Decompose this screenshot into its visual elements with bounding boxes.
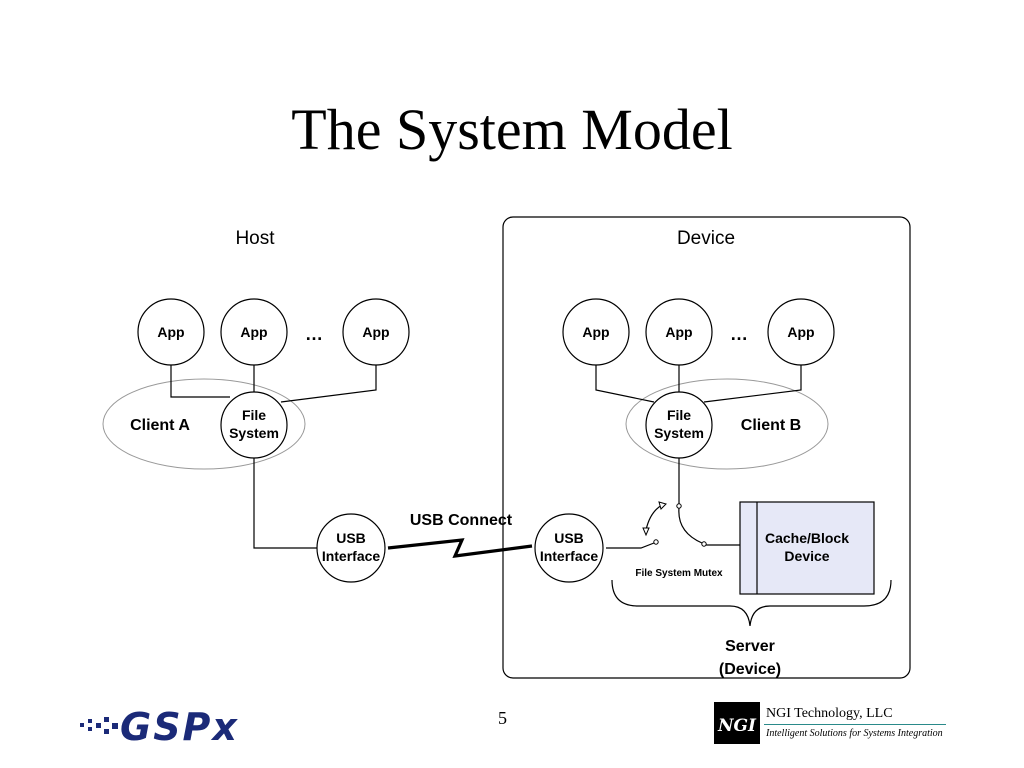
ngi-tagline: Intelligent Solutions for Systems Integr… bbox=[766, 728, 943, 739]
server-label-line1: Server bbox=[725, 638, 775, 655]
device-app-1: App bbox=[562, 298, 630, 366]
svg-text:App: App bbox=[240, 324, 267, 340]
server-label-line2: (Device) bbox=[719, 661, 781, 678]
svg-text:USB: USB bbox=[336, 530, 366, 546]
svg-text:Device: Device bbox=[784, 548, 829, 564]
device-app-ellipsis: … bbox=[730, 324, 748, 344]
device-app-2: App bbox=[645, 298, 713, 366]
device-usb-interface: USB Interface bbox=[534, 513, 604, 583]
cache-block-device: Cache/Block Device bbox=[739, 501, 875, 595]
server-brace bbox=[611, 579, 892, 627]
device-app-3: App bbox=[767, 298, 835, 366]
svg-text:System: System bbox=[654, 425, 704, 441]
page-number: 5 bbox=[498, 708, 507, 728]
host-app-3: App bbox=[342, 298, 410, 366]
svg-text:App: App bbox=[582, 324, 609, 340]
client-b-label: Client B bbox=[741, 417, 801, 434]
gspx-logo: GSPx bbox=[80, 706, 239, 746]
host-app-1: App bbox=[137, 298, 205, 366]
svg-text:File: File bbox=[667, 407, 691, 423]
ngi-divider bbox=[764, 724, 946, 725]
device-file-system: File System bbox=[645, 391, 713, 459]
host-label: Host bbox=[235, 228, 275, 249]
host-app-ellipsis: … bbox=[305, 324, 323, 344]
svg-text:System: System bbox=[229, 425, 279, 441]
device-boundary bbox=[502, 216, 911, 679]
client-a-ellipse bbox=[102, 378, 306, 470]
client-a-label: Client A bbox=[130, 417, 190, 434]
svg-text:USB: USB bbox=[554, 530, 584, 546]
svg-text:File: File bbox=[242, 407, 266, 423]
host-connectors bbox=[170, 365, 377, 549]
svg-text:Interface: Interface bbox=[322, 548, 381, 564]
svg-text:App: App bbox=[157, 324, 184, 340]
slide-title: The System Model bbox=[291, 97, 733, 162]
ngi-mark-icon: NGI bbox=[714, 702, 760, 744]
ngi-logo: NGI NGI Technology, LLC Intelligent Solu… bbox=[714, 700, 954, 750]
host-app-2: App bbox=[220, 298, 288, 366]
mutex-switch bbox=[642, 501, 707, 547]
mutex-label: File System Mutex bbox=[635, 568, 723, 579]
ngi-company-name: NGI Technology, LLC bbox=[766, 706, 893, 721]
host-file-system: File System bbox=[220, 391, 288, 459]
gspx-logo-text: GSPx bbox=[120, 706, 239, 746]
usb-link-line bbox=[387, 538, 533, 558]
svg-text:App: App bbox=[665, 324, 692, 340]
svg-text:NGI: NGI bbox=[717, 716, 757, 736]
usb-connect-label: USB Connect bbox=[410, 512, 513, 529]
svg-text:App: App bbox=[362, 324, 389, 340]
device-label: Device bbox=[677, 228, 735, 249]
client-b-ellipse bbox=[625, 378, 829, 470]
svg-text:App: App bbox=[787, 324, 814, 340]
svg-text:Cache/Block: Cache/Block bbox=[765, 530, 849, 546]
host-usb-interface: USB Interface bbox=[316, 513, 386, 583]
svg-text:Interface: Interface bbox=[540, 548, 599, 564]
